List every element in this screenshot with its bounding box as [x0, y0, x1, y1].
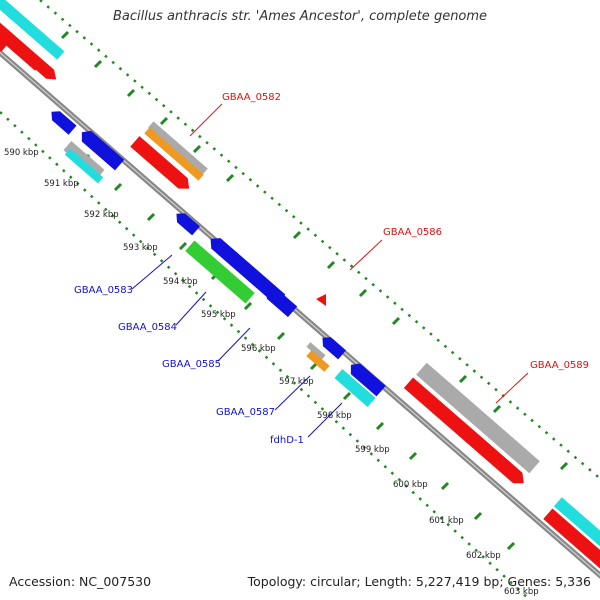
accession-text: Accession: NC_007530: [9, 574, 152, 589]
gene-label[interactable]: GBAA_0585: [162, 359, 221, 370]
tick-label: 603 kbp: [504, 587, 539, 597]
label-leaders: [131, 103, 529, 438]
tick-label: 590 kbp: [4, 148, 39, 158]
gene-highlight-green[interactable]: [185, 240, 255, 304]
forward-cds-tip[interactable]: [0, 36, 8, 52]
gene-label[interactable]: GBAA_0586: [383, 227, 442, 238]
tick-label: 599 kbp: [355, 445, 390, 455]
tick-label: 598 kbp: [317, 411, 352, 421]
reverse-cds-arrow[interactable]: [206, 233, 286, 306]
feature-bands: [0, 0, 600, 572]
gene-label[interactable]: GBAA_0583: [74, 285, 133, 296]
reverse-cds-arrow[interactable]: [319, 333, 346, 360]
rna-band[interactable]: [334, 369, 376, 407]
gc-band: [63, 141, 105, 179]
gene-label[interactable]: GBAA_0589: [530, 360, 589, 371]
gene-labels: GBAA_0582 GBAA_0586 GBAA_0589 GBAA_0583 …: [74, 92, 589, 446]
gene-highlight-orange[interactable]: [306, 350, 330, 372]
lower-dotted-guide: [0, 111, 531, 600]
gc-band: [416, 362, 540, 474]
forward-cds-arrow[interactable]: [403, 377, 529, 488]
lower-guide-ticks: [81, 153, 516, 551]
scale-labels: 590 kbp 591 kbp 592 kbp 593 kbp 594 kbp …: [4, 148, 539, 597]
tick-label: 596 kbp: [241, 344, 276, 354]
forward-cds-arrow[interactable]: [130, 136, 193, 194]
tick-label: 593 kbp: [123, 243, 158, 253]
reverse-cds-arrow[interactable]: [346, 360, 386, 397]
gc-band: [148, 121, 208, 175]
reverse-cds-arrow[interactable]: [48, 107, 77, 135]
upper-dotted-guide: [39, 0, 600, 481]
reverse-cds-arrow[interactable]: [262, 284, 298, 318]
tick-label: 594 kbp: [163, 277, 198, 287]
tick-label: 600 kbp: [393, 480, 428, 490]
gc-band: [306, 342, 326, 360]
tick-label: 602 kbp: [466, 551, 501, 561]
gene-label[interactable]: fdhD-1: [270, 435, 304, 446]
tick-label: 595 kbp: [201, 310, 236, 320]
genome-title: Bacillus anthracis str. 'Ames Ancestor',…: [112, 9, 488, 24]
rna-band[interactable]: [0, 0, 65, 60]
reverse-cds-arrow[interactable]: [173, 209, 200, 236]
tick-label: 592 kbp: [84, 210, 119, 220]
gene-label[interactable]: GBAA_0582: [222, 92, 281, 103]
tick-label: 601 kbp: [429, 516, 464, 526]
reverse-cds-arrow[interactable]: [77, 127, 125, 171]
gene-highlight-orange[interactable]: [144, 127, 204, 181]
rna-band[interactable]: [64, 148, 104, 184]
tick-label: 597 kbp: [279, 377, 314, 387]
forward-cds-arrow[interactable]: [0, 17, 60, 84]
genome-summary-text: Topology: circular; Length: 5,227,419 bp…: [247, 574, 591, 589]
backbone-line-highlight: [0, 51, 600, 577]
gene-label[interactable]: GBAA_0587: [216, 407, 275, 418]
tick-label: 591 kbp: [44, 179, 79, 189]
upper-guide-ticks: [60, 30, 569, 471]
rna-band[interactable]: [553, 497, 600, 559]
forward-marker[interactable]: [316, 294, 326, 306]
gene-label[interactable]: GBAA_0584: [118, 322, 177, 333]
forward-cds-band[interactable]: [543, 508, 600, 572]
